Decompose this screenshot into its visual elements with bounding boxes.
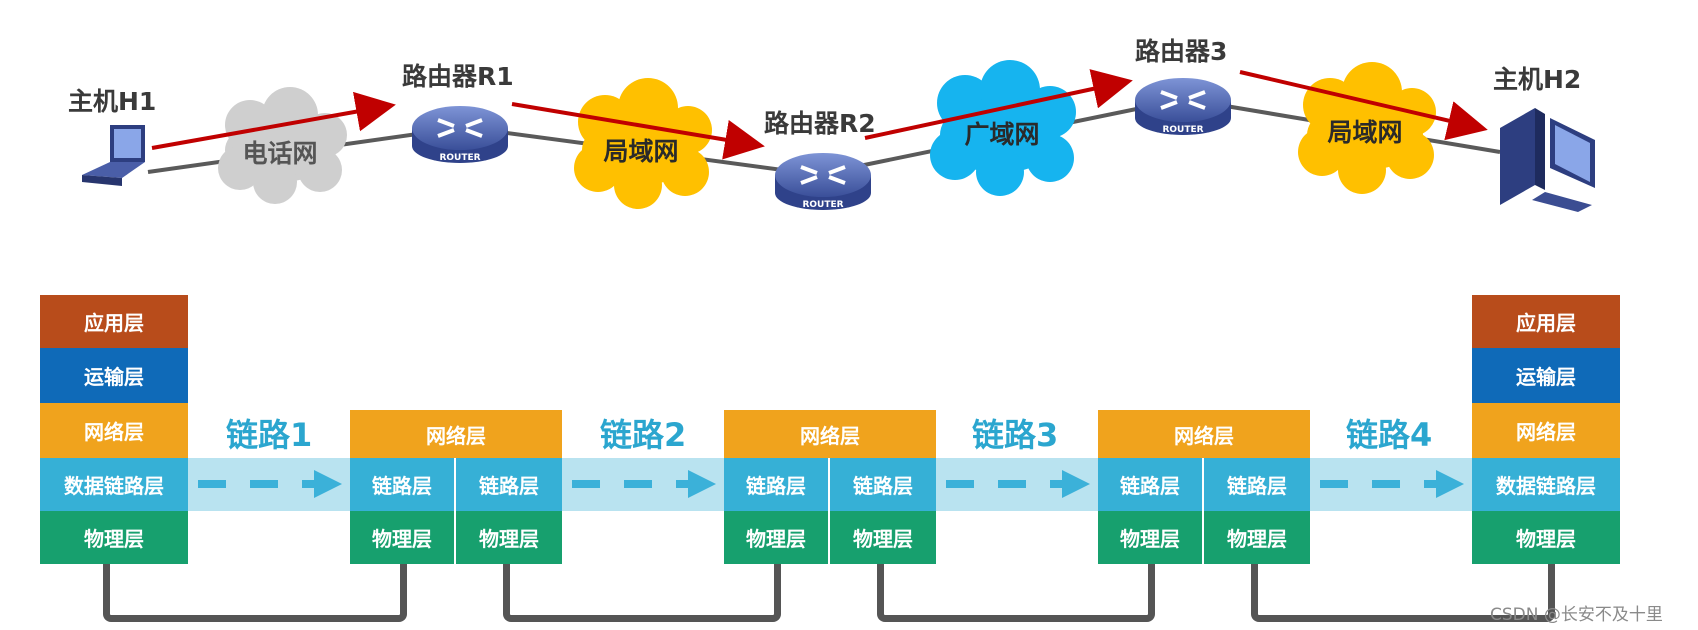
layer-application: 应用层 bbox=[40, 295, 188, 348]
layer-network: 网络层 bbox=[724, 410, 936, 458]
layer-physical: 物理层 bbox=[1098, 511, 1204, 564]
node-label-r3: 路由器3 bbox=[1135, 37, 1228, 66]
node-label-r2: 路由器R2 bbox=[764, 109, 876, 138]
layer-link: 链路层 bbox=[724, 458, 830, 511]
link-label-2: 链路2 bbox=[600, 416, 687, 454]
router-icon: ROUTER bbox=[1135, 78, 1231, 135]
layer-physical: 物理层 bbox=[724, 511, 830, 564]
dashed-arrow bbox=[198, 470, 342, 498]
layer-network: 网络层 bbox=[40, 403, 188, 458]
link-label-4: 链路4 bbox=[1346, 416, 1433, 454]
network-label-phone: 电话网 bbox=[242, 139, 318, 168]
link-label-1: 链路1 bbox=[226, 416, 313, 454]
layer-application: 应用层 bbox=[1472, 295, 1620, 348]
cloud-wan bbox=[930, 60, 1076, 196]
layer-physical: 物理层 bbox=[350, 511, 456, 564]
layer-datalink: 数据链路层 bbox=[1472, 458, 1620, 511]
svg-text:ROUTER: ROUTER bbox=[802, 200, 843, 210]
layer-datalink: 数据链路层 bbox=[40, 458, 188, 511]
svg-text:ROUTER: ROUTER bbox=[1162, 125, 1203, 135]
router-icon: ROUTER bbox=[775, 153, 871, 210]
layer-physical: 物理层 bbox=[830, 511, 936, 564]
laptop-icon bbox=[82, 125, 145, 186]
layer-link: 链路层 bbox=[830, 458, 936, 511]
dashed-arrow bbox=[572, 470, 716, 498]
network-label-wan: 广域网 bbox=[964, 120, 1040, 149]
red-arrow bbox=[511, 102, 765, 160]
layer-transport: 运输层 bbox=[1472, 348, 1620, 403]
physical-wire-3 bbox=[877, 560, 1155, 622]
credit-watermark: CSDN @长安不及十里 bbox=[1490, 605, 1663, 625]
link-label-3: 链路3 bbox=[972, 416, 1059, 454]
layer-link: 链路层 bbox=[456, 458, 562, 511]
desktop-computer-icon bbox=[1500, 108, 1595, 212]
layer-physical: 物理层 bbox=[1204, 511, 1310, 564]
router-icon: ROUTER bbox=[412, 106, 508, 163]
layer-physical: 物理层 bbox=[1472, 511, 1620, 564]
red-arrow bbox=[864, 69, 1133, 140]
network-label-lan-1: 局域网 bbox=[603, 137, 679, 166]
layer-link: 链路层 bbox=[350, 458, 456, 511]
data-path-arrows bbox=[151, 69, 1488, 160]
physical-wire-4 bbox=[1251, 560, 1555, 622]
physical-wire-2 bbox=[503, 560, 781, 622]
network-label-lan-2: 局域网 bbox=[1327, 118, 1403, 147]
layer-link: 链路层 bbox=[1204, 458, 1310, 511]
cloud-phone-network bbox=[218, 87, 347, 204]
node-label-h1: 主机H1 bbox=[68, 87, 157, 116]
physical-wire-1 bbox=[103, 560, 407, 622]
svg-text:ROUTER: ROUTER bbox=[439, 153, 480, 163]
layer-physical: 物理层 bbox=[40, 511, 188, 564]
node-label-r1: 路由器R1 bbox=[402, 62, 514, 91]
layer-network: 网络层 bbox=[1098, 410, 1310, 458]
layer-link: 链路层 bbox=[1098, 458, 1204, 511]
dashed-arrow bbox=[1320, 470, 1464, 498]
network-topology: ROUTER ROUTER ROUTER bbox=[82, 60, 1595, 212]
red-arrow bbox=[1239, 70, 1488, 141]
layer-network: 网络层 bbox=[1472, 403, 1620, 458]
node-label-h2: 主机H2 bbox=[1493, 65, 1582, 94]
red-arrow bbox=[151, 91, 396, 150]
dashed-arrow bbox=[946, 470, 1090, 498]
layer-network: 网络层 bbox=[350, 410, 562, 458]
layer-transport: 运输层 bbox=[40, 348, 188, 403]
layer-physical: 物理层 bbox=[456, 511, 562, 564]
